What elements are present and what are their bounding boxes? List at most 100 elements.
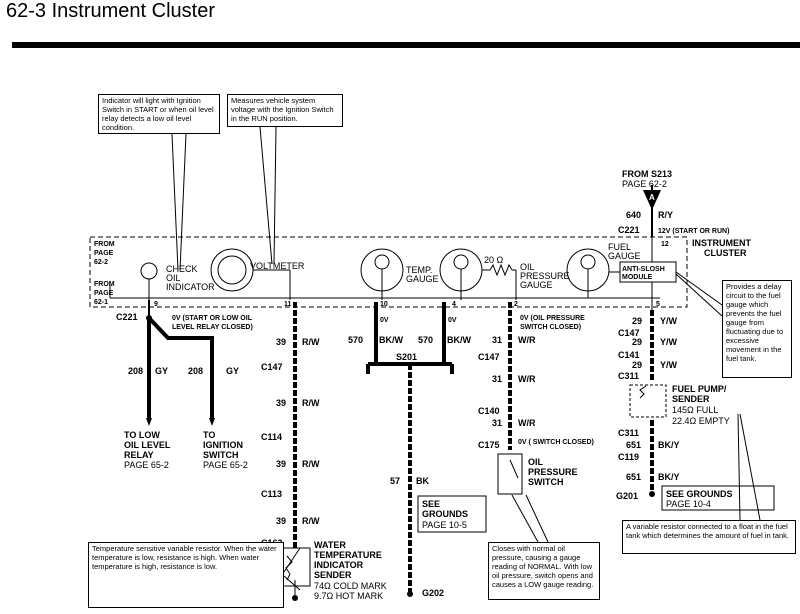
pin-5: 5: [656, 301, 660, 308]
fuel-lower-color-1: BK/Y: [658, 440, 680, 450]
ground-color-b: BK/W: [447, 335, 471, 345]
from-page-top-2: PAGE: [94, 250, 114, 257]
ground-splice: S201: [396, 352, 417, 362]
voltmeter-gauge: [210, 248, 254, 292]
left-note-1: 0V (START OR LOW OIL: [172, 315, 253, 322]
from-page-bot-2: PAGE: [94, 290, 114, 297]
fuel-sender-1: FUEL PUMP/: [672, 384, 727, 394]
fuel-circuit-1: 29: [632, 316, 642, 326]
resistor-label: 20 Ω: [484, 255, 504, 265]
fuel-sender-3: 145Ω FULL: [672, 405, 718, 415]
dest-b-4: PAGE 65-2: [203, 460, 248, 470]
temp-connector-1: C147: [261, 362, 283, 372]
callout-temp-sender: Temperature sensitive variable resistor.…: [88, 542, 284, 608]
anti-slosh-label-2: MODULE: [622, 274, 653, 281]
fuel-see-1: SEE GROUNDS: [666, 489, 733, 499]
ground-see-1: SEE: [422, 499, 440, 509]
left-connector: C221: [116, 312, 138, 322]
temp-connector-2: C114: [261, 432, 282, 442]
left-note-2: LEVEL RELAY CLOSED): [172, 324, 253, 331]
check-oil-label-1: CHECK: [166, 264, 198, 274]
temp-color-4: R/W: [302, 516, 320, 526]
dest-a-3: RELAY: [124, 450, 154, 460]
temp-color-1: R/W: [302, 337, 320, 347]
dest-b-3: SWITCH: [203, 450, 239, 460]
oil-note-3: 0V ( SWITCH CLOSED): [518, 439, 594, 446]
fuel-see-2: PAGE 10-4: [666, 499, 711, 509]
pin-12: 12: [661, 241, 669, 248]
fuel-color-3: Y/W: [660, 360, 678, 370]
fuel-connector-1: C147: [618, 328, 640, 338]
oil-switch-3: SWITCH: [528, 477, 564, 487]
fuel-ground-g201: G201: [616, 491, 638, 501]
oil-circuit-2: 31: [492, 374, 502, 384]
feed-from-1: FROM S213: [622, 169, 672, 179]
fuel-connector-3: C311: [618, 371, 639, 381]
cluster-box: [89, 236, 688, 308]
oil-switch-2: PRESSURE: [528, 467, 578, 477]
left-color-a: GY: [155, 366, 168, 376]
fuel-gauge-label-1: FUEL: [608, 242, 631, 252]
left-circuit-b: 208: [188, 366, 203, 376]
oil-color-2: W/R: [518, 374, 536, 384]
ground-circuit-c: 57: [390, 476, 400, 486]
temp-sender-6: 9.7Ω HOT MARK: [314, 591, 383, 601]
ground-v-right: 0V: [448, 317, 457, 324]
fuel-circuit-3: 29: [632, 360, 642, 370]
temp-gauge-label-1: TEMP.: [406, 265, 432, 275]
splice-a-marker: [643, 190, 661, 210]
left-color-b: GY: [226, 366, 239, 376]
fuel-color-1: Y/W: [660, 316, 678, 326]
ground-v-left: 0V: [380, 317, 389, 324]
title-rule: [12, 42, 800, 48]
pin-4: 4: [452, 301, 456, 308]
temp-sender-4: SENDER: [314, 570, 352, 580]
oil-circuit-3: 31: [492, 418, 502, 428]
fuel-gauge-label-2: GAUGE: [608, 251, 641, 261]
oil-note-2: SWITCH CLOSED): [520, 324, 581, 331]
temp-circuit-3: 39: [276, 459, 286, 469]
pin-9: 9: [154, 301, 158, 308]
oil-connector-3: C175: [478, 440, 500, 450]
dest-b-1: TO: [203, 430, 215, 440]
fuel-lower-circuit-2: 651: [626, 472, 641, 482]
fuel-lower-circuit-1: 651: [626, 440, 641, 450]
fuel-sender-2: SENDER: [672, 394, 710, 404]
oil-color-1: W/R: [518, 335, 536, 345]
from-page-bot-1: FROM: [94, 281, 115, 288]
dest-b-2: IGNITION: [203, 440, 243, 450]
see-grounds-box: [417, 495, 487, 533]
temp-gauge-label-2: GAUGE: [406, 274, 439, 284]
callout-anti-slosh: Provides a delay circuit to the fuel gau…: [722, 280, 792, 378]
temp-circuit-2: 39: [276, 398, 286, 408]
splice-a-label: A: [649, 193, 655, 202]
feed-from-2: PAGE 62-2: [622, 179, 667, 189]
temp-connector-3: C113: [261, 489, 282, 499]
check-oil-label-2: OIL: [166, 273, 181, 283]
dest-a-4: PAGE 65-2: [124, 460, 169, 470]
from-page-bot-3: 62-1: [94, 299, 108, 306]
fuel-lower-color-2: BK/Y: [658, 472, 680, 482]
pin-10: 10: [380, 301, 388, 308]
fuel-connector-5: C119: [618, 452, 639, 462]
pin-2: 2: [514, 301, 518, 308]
check-oil-label-3: INDICATOR: [166, 282, 215, 292]
ground-see-3: PAGE 10-5: [422, 520, 467, 530]
oil-gauge-label-3: GAUGE: [520, 280, 553, 290]
ground-color-a: BK/W: [379, 335, 403, 345]
resistor-20-ohm: [489, 263, 513, 277]
from-page-top-1: FROM: [94, 241, 115, 248]
fuel-see-grounds-box: [661, 485, 775, 511]
oil-color-3: W/R: [518, 418, 536, 428]
temp-color-2: R/W: [302, 398, 320, 408]
voltmeter-label: VOLTMETER: [250, 261, 305, 271]
oil-note-1: 0V (OIL PRESSURE: [520, 315, 585, 322]
pin-11: 11: [284, 301, 292, 308]
oil-gauge-label-2: PRESSURE: [520, 271, 570, 281]
cluster-label-1: INSTRUMENT: [692, 238, 751, 248]
callout-voltmeter: Measures vehicle system voltage with the…: [227, 94, 343, 127]
oil-gauge-label-1: OIL: [520, 262, 535, 272]
check-oil-bulb: [140, 262, 158, 280]
from-page-top-3: 62-2: [94, 259, 108, 266]
fuel-sender-box: [629, 384, 667, 418]
